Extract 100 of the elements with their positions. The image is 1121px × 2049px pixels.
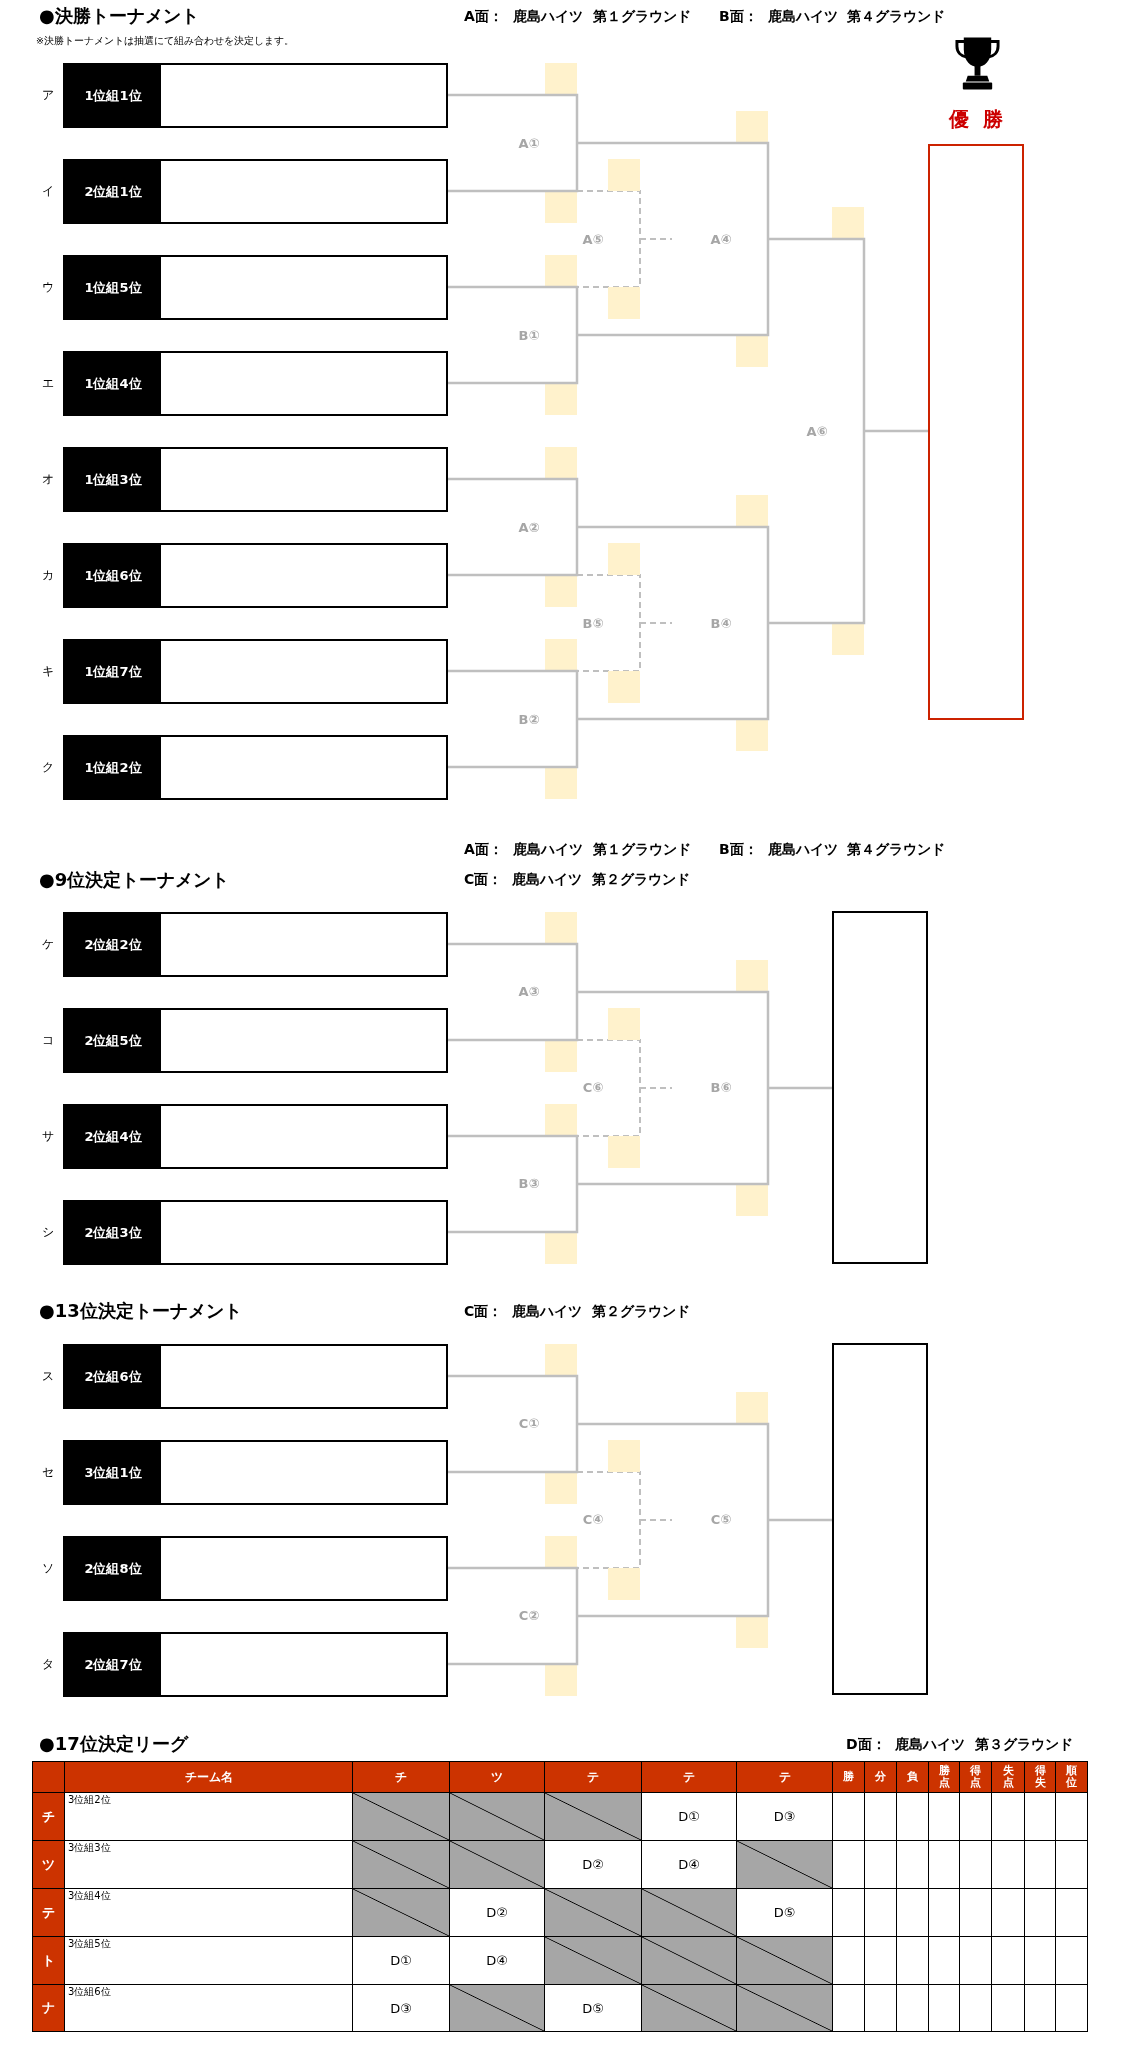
header-cell: チーム名 [64,1761,353,1793]
seed-label: 1位組2位 [65,737,161,798]
match-code: A① [518,136,540,152]
match-code: A④ [710,232,732,248]
seed-label: 1位組1位 [65,65,161,126]
bracket-line [577,1422,770,1520]
bracket-line [448,942,579,992]
venue-note: C面： 鹿島ハイツ 第２グラウンド [464,1302,691,1320]
team-name-cell: 3位組6位 [64,1984,353,2032]
bracket-line [577,239,770,337]
bracket-line [448,992,579,1042]
bracket-line [768,237,866,431]
row-letter: ア [42,87,54,103]
row-letter: ク [42,759,54,775]
row-header-cell: ト [32,1936,65,1985]
header-cell: テ [736,1761,833,1793]
match-code: B① [518,328,540,344]
seed-label: 2位組2位 [65,914,161,975]
bracket-line [864,429,928,433]
note-text: ※決勝トーナメントは抽選にて組み合わせを決定します。 [36,35,294,47]
seed-label: 2位組3位 [65,1202,161,1263]
header-cell: ツ [449,1761,545,1793]
header-cell: 得失 [1024,1761,1056,1793]
answer-box [832,911,928,1264]
bracket-line [577,1520,770,1618]
bracket-line [768,1518,832,1522]
bracket-line [448,1616,579,1666]
bracket-line [768,1086,832,1090]
header-cell: 順位 [1055,1761,1088,1793]
bracket-line [448,1184,579,1234]
seed-label: 2位組4位 [65,1106,161,1167]
header-cell: 負 [896,1761,929,1793]
match-code: C② [518,1608,540,1624]
match-code: A③ [518,984,540,1000]
seed-label: 1位組6位 [65,545,161,606]
section-title: ●決勝トーナメント [39,5,199,27]
row-header-cell: チ [32,1792,65,1841]
match-code: C④ [582,1512,604,1528]
seed-label: 1位組5位 [65,257,161,318]
match-code: B⑥ [710,1080,732,1096]
seed-label: 1位組3位 [65,449,161,510]
bracket-line [448,1566,579,1616]
row-header-cell: ツ [32,1840,65,1889]
seed-label: 2位組8位 [65,1538,161,1599]
header-cell: チ [352,1761,450,1793]
bracket-line [448,719,579,769]
venue-note: D面： 鹿島ハイツ 第３グラウンド [846,1735,1074,1753]
bracket-line [448,1374,579,1424]
header-cell: テ [641,1761,737,1793]
row-letter: オ [42,471,54,487]
match-code: C① [518,1416,540,1432]
row-letter: イ [42,183,54,199]
row-letter: タ [42,1656,54,1672]
bracket-line [448,93,579,143]
bracket-line [577,525,770,623]
match-code: A⑥ [806,424,828,440]
row-letter: ソ [42,1560,54,1576]
header-cell: 勝点 [928,1761,960,1793]
row-letter: コ [42,1032,54,1048]
row-header-cell: ナ [32,1984,65,2032]
bracket-line [448,527,579,577]
bracket-line [448,143,579,193]
bracket-line [448,285,579,335]
row-letter: ウ [42,279,54,295]
match-code: B③ [518,1176,540,1192]
match-code: C⑥ [582,1080,604,1096]
seed-label: 1位組4位 [65,353,161,414]
venue-note: C面： 鹿島ハイツ 第２グラウンド [464,870,691,888]
seed-label: 3位組1位 [65,1442,161,1503]
row-letter: エ [42,375,54,391]
match-code: A② [518,520,540,536]
header-cell: テ [544,1761,642,1793]
row-header-cell: テ [32,1888,65,1937]
row-letter: カ [42,567,54,583]
seed-label: 2位組6位 [65,1346,161,1407]
bracket-line [448,477,579,527]
bracket-line [577,990,770,1088]
row-letter: ケ [42,936,54,952]
header-cell: 勝 [832,1761,865,1793]
seed-label: 2位組1位 [65,161,161,222]
row-letter: ス [42,1368,54,1384]
answer-box [832,1343,928,1695]
bracket-line [768,431,866,625]
venue-note: B面： 鹿島ハイツ 第４グラウンド [719,840,946,858]
bracket-line [448,335,579,385]
row-letter: サ [42,1128,54,1144]
row-letter: キ [42,663,54,679]
bracket-line [448,1424,579,1474]
header-cell: 分 [864,1761,897,1793]
match-code: B④ [710,616,732,632]
bracket-line [577,1088,770,1186]
venue-note: B面： 鹿島ハイツ 第４グラウンド [719,7,946,25]
winner-heading: 優 勝 [948,107,1004,131]
seed-label: 2位組7位 [65,1634,161,1695]
venue-note: A面： 鹿島ハイツ 第１グラウンド [464,7,691,25]
bracket-line [448,669,579,719]
bracket-line [577,141,770,239]
venue-note: A面： 鹿島ハイツ 第１グラウンド [464,840,691,858]
section-title: ●13位決定トーナメント [39,1300,242,1322]
match-code: B⑤ [582,616,604,632]
